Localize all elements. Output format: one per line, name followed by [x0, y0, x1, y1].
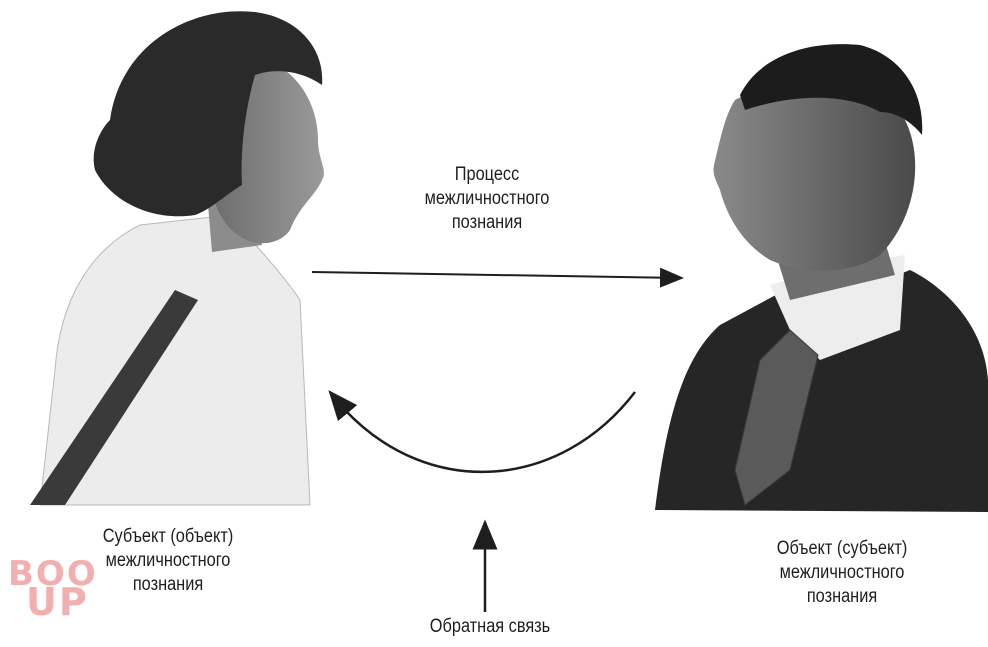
process-label-line-1: Процесс: [454, 164, 520, 185]
object-label-line-1: Объект (субъект): [776, 538, 908, 559]
watermark-line-2: UP: [26, 580, 89, 624]
object-label: Объект (субъект) межличностного познания: [739, 537, 945, 609]
woman-figure: [30, 11, 324, 506]
subject-label-line-3: познания: [132, 574, 204, 595]
subject-label: Субъект (объект) межличностного познания: [65, 525, 271, 597]
subject-label-line-1: Субъект (объект): [102, 526, 234, 547]
man-face: [713, 85, 916, 271]
man-hair: [740, 44, 923, 136]
feedback-label: Обратная связь: [429, 616, 551, 637]
object-label-line-3: познания: [806, 586, 878, 607]
bookup-watermark: BOO UP: [8, 554, 98, 624]
process-label-line-2: межличностного: [424, 188, 550, 209]
man-figure: [655, 44, 988, 512]
process-arrow: [311, 267, 684, 288]
man-tie: [734, 329, 819, 506]
woman-hair: [93, 11, 323, 217]
process-label: Процесс межличностного познания: [397, 163, 578, 235]
arrows: [311, 267, 684, 612]
subject-label-line-2: межличностного: [105, 550, 231, 571]
woman-bag-strap: [30, 290, 198, 505]
process-label-line-3: познания: [451, 212, 523, 233]
object-label-line-2: межличностного: [779, 562, 905, 583]
feedback-curve-arrow: [328, 390, 636, 474]
watermark-line-1: BOO: [8, 554, 98, 594]
man-jacket: [655, 270, 988, 512]
